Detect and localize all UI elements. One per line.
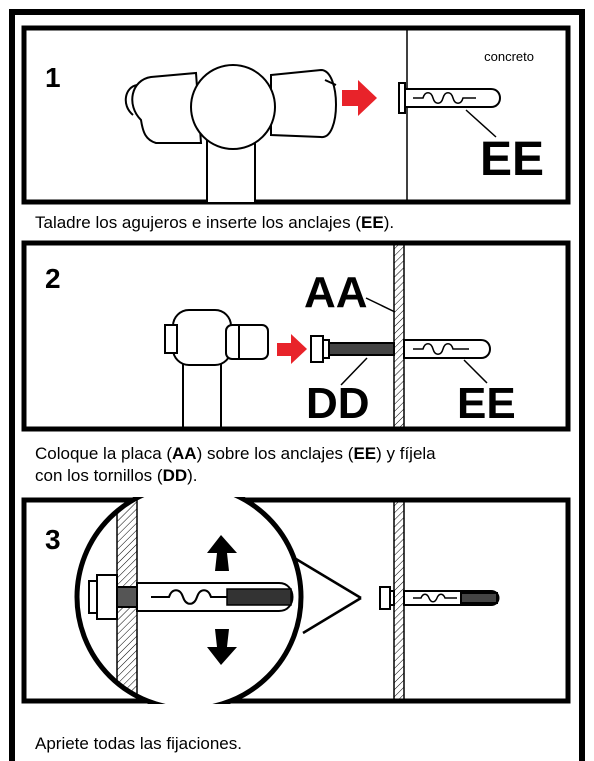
caption-text: ) sobre los anclajes (: [196, 444, 354, 463]
step-1-number: 1: [45, 62, 61, 93]
socket-wrench-icon: [164, 309, 269, 429]
caption-code: AA: [172, 444, 197, 463]
caption-code: EE: [361, 213, 384, 232]
fastener-icon: [379, 586, 500, 610]
step-1-caption: Taladre los agujeros e inserte los ancla…: [35, 212, 394, 234]
step-1-panel: 1 concreto EE: [21, 25, 571, 205]
step-1-illustration: 1 concreto EE: [21, 25, 571, 205]
anchor-label-ee: EE: [480, 133, 544, 186]
caption-text: Apriete todas las fijaciones.: [35, 734, 242, 753]
step-2-number: 2: [45, 263, 61, 294]
caption-text: Coloque la placa (: [35, 444, 173, 463]
caption-text: ).: [383, 213, 395, 232]
caption-code: EE: [353, 444, 377, 463]
direction-arrow: [277, 334, 307, 364]
plate-label-aa: AA: [304, 268, 368, 317]
arrow-up-icon: [207, 535, 237, 571]
instruction-sheet: [9, 9, 585, 761]
wall-anchor-icon: [398, 82, 501, 114]
direction-arrow: [342, 80, 377, 116]
screw-label-dd: DD: [306, 379, 370, 428]
arrow-down-icon: [207, 629, 237, 665]
step-3-number: 3: [45, 524, 61, 555]
caption-text: Taladre los agujeros e inserte los ancla…: [35, 213, 362, 232]
step-2-panel: 2 AA DD EE: [21, 240, 571, 432]
plate-aa: [393, 499, 405, 702]
step-3-panel: 3: [21, 497, 571, 704]
step-3-illustration: 3: [21, 497, 571, 704]
hammer-icon: [124, 64, 337, 204]
screw-dd-icon: [310, 335, 395, 363]
anchor-label-ee: EE: [457, 379, 516, 428]
caption-text: ) y fíjela: [376, 444, 436, 463]
wall-anchor-icon: [403, 339, 491, 359]
material-label: concreto: [484, 49, 534, 64]
caption-code: DD: [162, 466, 188, 485]
magnified-fastener: [88, 497, 294, 704]
step-3-caption: Apriete todas las fijaciones.: [35, 733, 242, 755]
step-2-caption: Coloque la placa (AA) sobre los anclajes…: [35, 443, 436, 487]
caption-text: ).: [187, 466, 198, 485]
caption-text: con los tornillos (: [35, 466, 163, 485]
step-2-illustration: 2 AA DD EE: [21, 240, 571, 432]
plate-aa: [393, 242, 405, 430]
